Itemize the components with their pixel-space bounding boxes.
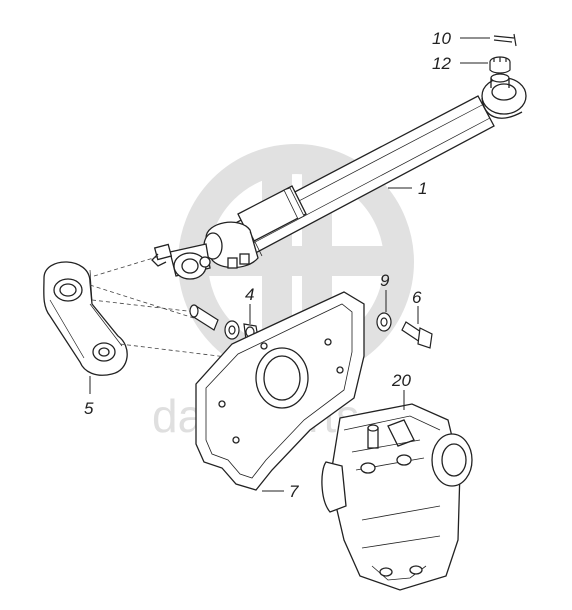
callout-12: 12 [432, 54, 451, 73]
washer-and-bolt [376, 312, 433, 349]
leader-lines [89, 37, 490, 492]
bracket-plate [195, 291, 365, 491]
tie-rod [151, 73, 527, 280]
callout-4: 4 [245, 285, 254, 304]
callout-10: 10 [432, 29, 451, 48]
castle-nut [489, 56, 511, 74]
callout-6: 6 [412, 288, 422, 307]
callout-5: 5 [84, 399, 94, 418]
pitman-arm [43, 261, 128, 376]
alignment-lines [89, 255, 301, 367]
cotter-pin [493, 33, 517, 47]
callout-7: 7 [289, 482, 299, 501]
callout-1: 1 [418, 179, 427, 198]
callout-9: 9 [380, 271, 390, 290]
steering-gear-box [321, 403, 473, 591]
callout-20: 20 [391, 371, 411, 390]
